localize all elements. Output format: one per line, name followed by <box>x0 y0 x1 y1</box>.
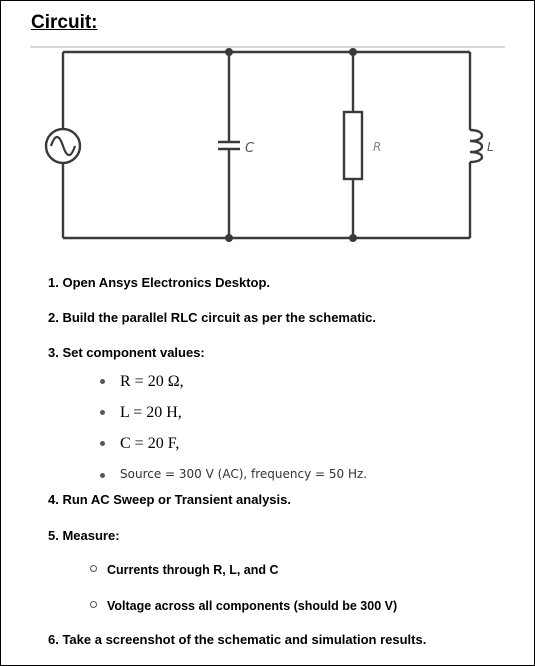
circle-bullet-icon <box>90 601 97 608</box>
bullet-icon <box>100 473 105 478</box>
capacitor-label: C <box>245 141 255 156</box>
measure-currents: Currents through R, L, and C <box>90 563 279 577</box>
bullet-icon <box>100 379 105 384</box>
circle-bullet-icon <box>90 565 97 572</box>
step-1: 1. Open Ansys Electronics Desktop. <box>48 275 271 290</box>
bullet-icon <box>100 441 105 446</box>
measure-voltage: Voltage across all components (should be… <box>90 599 397 613</box>
step-5: 5. Measure: <box>48 528 120 543</box>
circuit-schematic: C R L <box>30 46 505 242</box>
inductor-label: L <box>487 140 494 154</box>
resistor-icon <box>342 110 364 181</box>
ac-source-icon <box>44 127 82 165</box>
page-title: Circuit: <box>31 12 98 33</box>
step-6: 6. Take a screenshot of the schematic an… <box>48 632 427 647</box>
capacitor-icon <box>218 140 240 151</box>
bullet-icon <box>100 410 105 415</box>
step-3: 3. Set component values: <box>48 345 205 360</box>
resistor-label: R <box>373 140 381 154</box>
step-4: 4. Run AC Sweep or Transient analysis. <box>48 492 291 507</box>
inductor-icon <box>469 128 484 164</box>
step-2: 2. Build the parallel RLC circuit as per… <box>48 310 376 325</box>
